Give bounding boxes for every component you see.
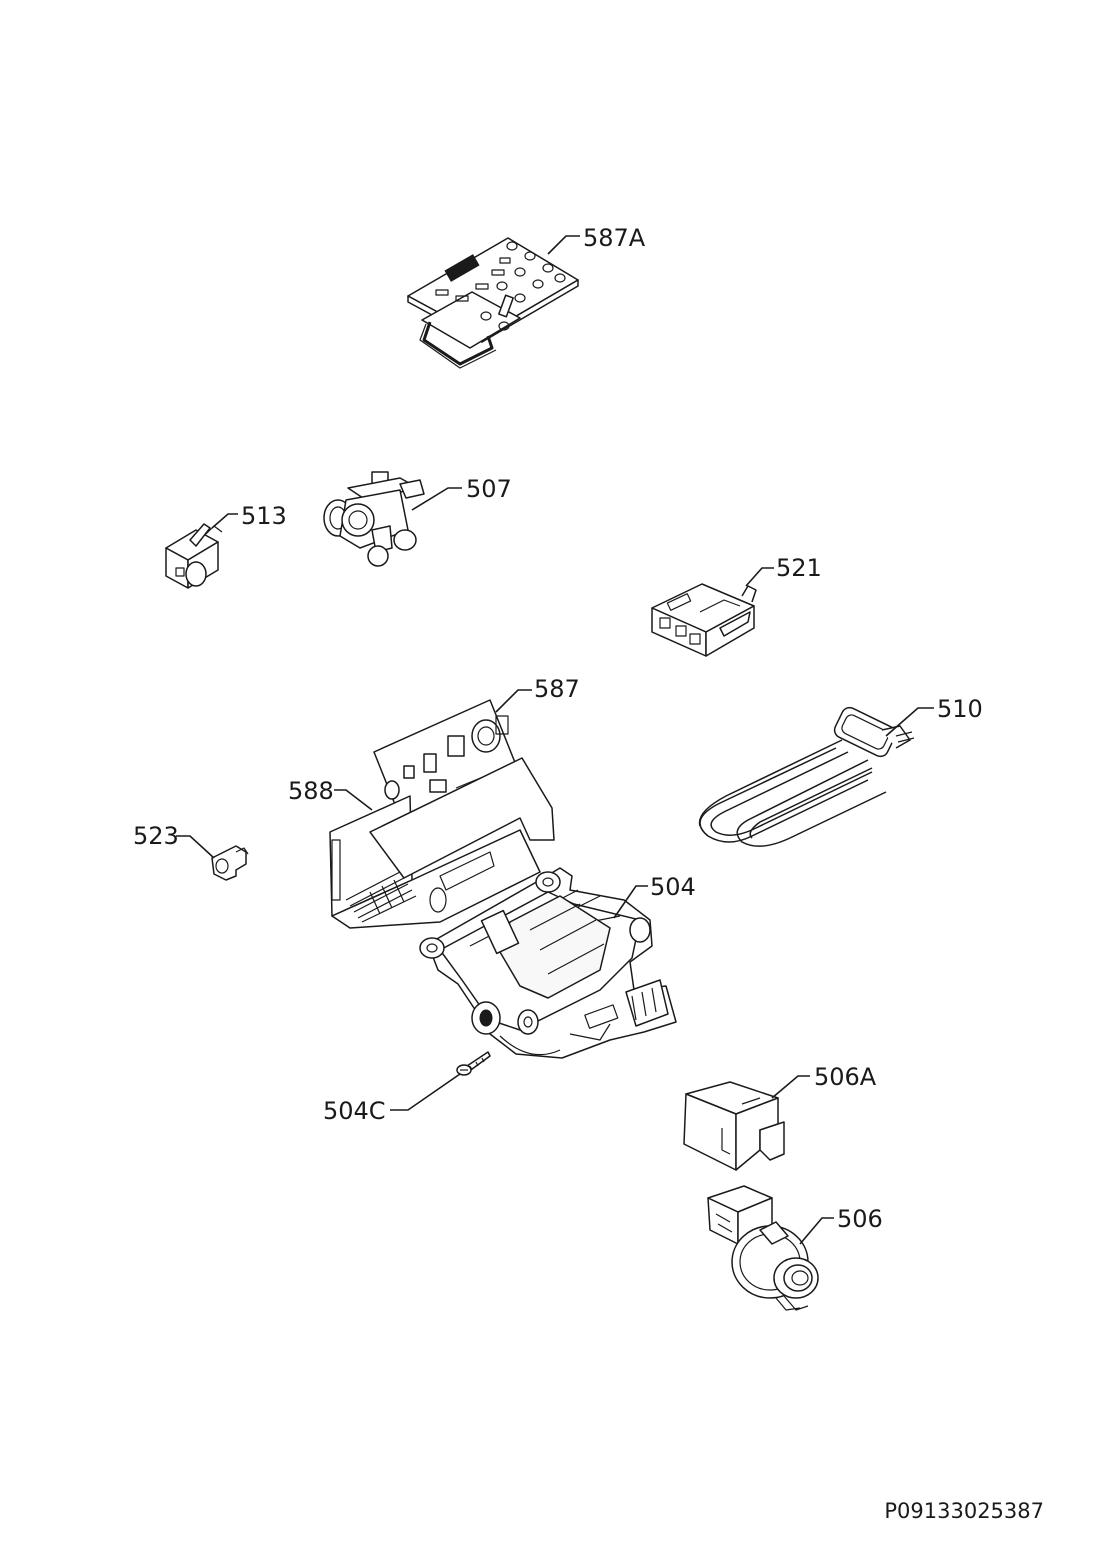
motor-icon — [419, 867, 677, 1059]
clip-icon — [211, 845, 249, 881]
pcb-housing-icon — [329, 757, 555, 929]
label-506a: 506A — [814, 1063, 877, 1091]
label-587: 587 — [534, 675, 580, 703]
door-lock-icon — [651, 583, 757, 657]
label-506: 506 — [837, 1205, 883, 1233]
label-504c: 504C — [323, 1097, 386, 1125]
label-504: 504 — [650, 873, 696, 901]
control-panel-pcb-icon — [407, 237, 579, 369]
heating-element-icon — [698, 706, 915, 847]
label-507: 507 — [466, 475, 512, 503]
label-510: 510 — [937, 695, 983, 723]
label-513: 513 — [241, 502, 287, 530]
inlet-valve-icon — [323, 471, 425, 567]
drawing-code: P09133025387 — [884, 1499, 1044, 1523]
screw-icon — [456, 1051, 491, 1076]
label-587a: 587A — [583, 224, 646, 252]
label-523: 523 — [133, 822, 179, 850]
pump-cover-icon — [683, 1081, 785, 1171]
label-588: 588 — [288, 777, 334, 805]
label-521: 521 — [776, 554, 822, 582]
pressure-switch-icon — [165, 523, 223, 589]
drain-pump-icon — [707, 1185, 819, 1311]
